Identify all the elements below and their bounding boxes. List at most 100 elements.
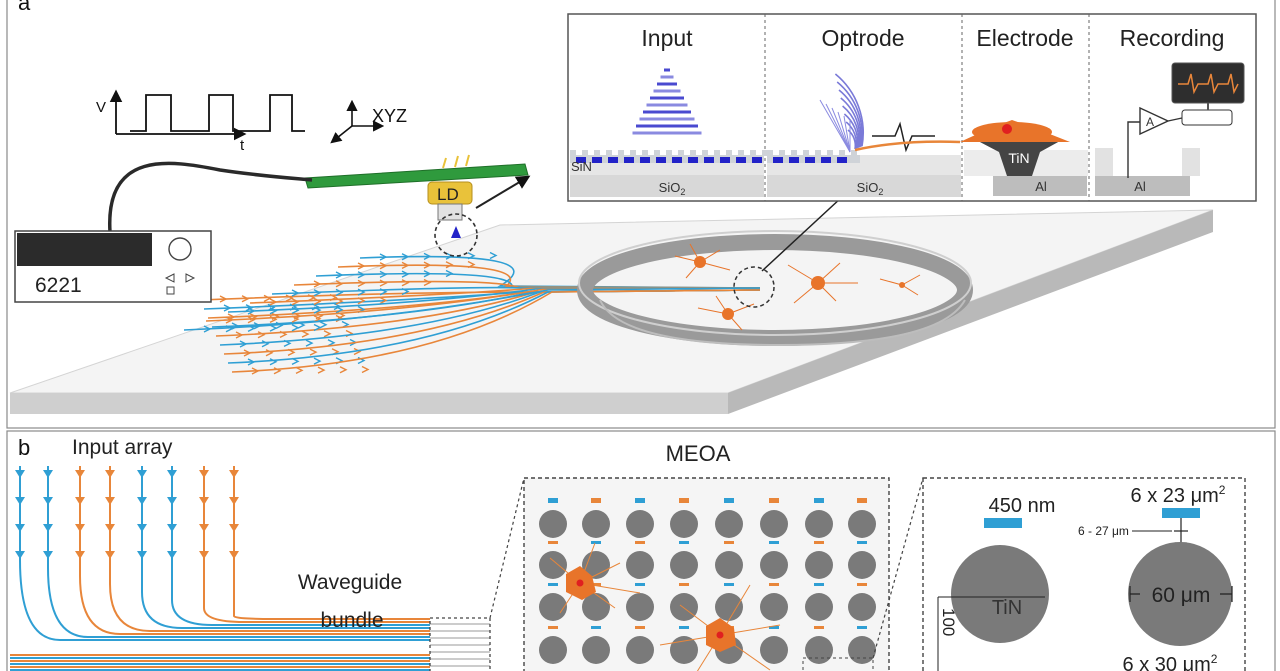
down-arrow-icon [137, 470, 147, 478]
grating-tooth [827, 150, 833, 156]
down-arrow-icon [105, 551, 115, 559]
meoa-electrode [715, 551, 743, 579]
meoa-electrode [805, 510, 833, 538]
waveguide-line [315, 272, 761, 289]
ld-label: LD [437, 185, 459, 204]
grating-tooth [750, 150, 756, 156]
meoa-grating [679, 498, 689, 501]
light-dash [720, 157, 730, 163]
waveguide-line [223, 289, 761, 355]
spike-trace-icon [1178, 73, 1239, 95]
emission-arc [834, 73, 864, 147]
waveguide-arrow-icon [247, 324, 256, 333]
waveguide-arrow-icon [305, 339, 314, 347]
dim-60um: 60 μm [1152, 584, 1211, 607]
grating-6x23-bar [1162, 508, 1200, 518]
layer-sin-label: SiN [571, 159, 592, 174]
grating-tooth [791, 150, 797, 156]
input-waveguide [141, 466, 430, 629]
waveguide-label-line1: Waveguide [298, 571, 402, 594]
emission-ray [837, 111, 851, 153]
amplifier-label: A [1146, 115, 1154, 129]
culture-ring [577, 230, 973, 347]
light-dash [640, 157, 650, 163]
light-dash [773, 157, 783, 163]
waveguide-arrow-icon [489, 251, 498, 260]
source-cable [108, 161, 313, 233]
meoa-grating [679, 626, 689, 629]
waveguide-arrow-icon [467, 260, 476, 269]
waveguide-arrow-icon [357, 297, 366, 305]
light-dash [608, 157, 618, 163]
waveguide-arrow-icon [445, 261, 454, 269]
light-dash [688, 157, 698, 163]
waveguide-arrow-icon [313, 289, 322, 297]
down-arrow-icon [229, 497, 239, 505]
waveguide-line [215, 289, 761, 337]
waveguide-arrow-icon [283, 339, 292, 348]
waveguide-arrow-icon [335, 280, 344, 288]
waveguide-line [231, 289, 761, 373]
input-waveguide [203, 466, 430, 623]
waveguide-arrow-icon [225, 316, 234, 324]
meoa-electrode [848, 593, 876, 621]
source-left-button [164, 273, 175, 283]
electrode-detail-panel: 450 nm TiN 100 6 x 23 μm2 6 - 27 μm 60 μ… [922, 477, 1246, 671]
laser-assembly: LD [304, 154, 531, 257]
emission-ray [825, 103, 851, 153]
waveguide-arrow-icon [401, 253, 410, 261]
waveguide-line [199, 289, 761, 301]
light-dash [624, 157, 634, 163]
down-arrow-icon [75, 497, 85, 505]
waveguide-450nm-bar [984, 518, 1022, 528]
meoa-grating [679, 583, 689, 586]
down-arrow-icon [167, 470, 177, 478]
waveguide-arrow-icon [379, 279, 388, 287]
meoa-grating [857, 626, 867, 629]
meoa-grating [591, 500, 601, 503]
waveguide-line [205, 287, 761, 322]
meoa-electrode [626, 593, 654, 621]
light-dash [656, 157, 666, 163]
grating-tooth [767, 150, 773, 156]
meoa-grating [857, 498, 867, 501]
down-arrow-icon [43, 551, 53, 559]
waveguide-arrow-icon [423, 278, 432, 287]
waveguide-arrow-icon [261, 340, 270, 348]
waveguide-arrow-icon [273, 367, 282, 375]
meoa-grating [857, 500, 867, 503]
meoa-electrode [626, 510, 654, 538]
meoa-grating [635, 500, 645, 503]
down-arrow-icon [15, 551, 25, 559]
down-arrow-icon [167, 524, 177, 532]
layer-al-label-2: Al [1134, 179, 1146, 194]
meoa-grating [591, 583, 601, 586]
waveguide-arrow-icon [313, 315, 322, 323]
sin-layer [570, 155, 764, 163]
spike-waveform-icon [872, 121, 935, 153]
down-arrow-icon [15, 524, 25, 532]
down-arrow-icon [75, 551, 85, 559]
waveguide-arrow-icon [361, 365, 370, 374]
pcb-board [304, 163, 529, 189]
light-dash [821, 157, 831, 163]
down-arrow-icon [199, 524, 209, 532]
down-arrow-icon [15, 497, 25, 505]
grating-tooth [582, 150, 588, 156]
meoa-grating [635, 626, 645, 629]
waveguide-arrow-icon [323, 330, 332, 338]
guided-light-dashes [576, 157, 762, 163]
meoa-grating [724, 583, 734, 586]
meoa-electrode-grid [539, 498, 876, 664]
waveguide-arrow-icon [247, 316, 256, 324]
neuron-bodies [694, 256, 905, 320]
waveguide-arrow-icon [219, 295, 228, 303]
waveguide-arrow-icon [291, 357, 300, 366]
bundle-zoom-box [429, 617, 491, 671]
tin-electrode-circle [951, 545, 1049, 643]
meoa-electrode [760, 551, 788, 579]
meoa-electrode [805, 636, 833, 664]
down-arrow-icon [43, 470, 53, 478]
light-dash [789, 157, 799, 163]
